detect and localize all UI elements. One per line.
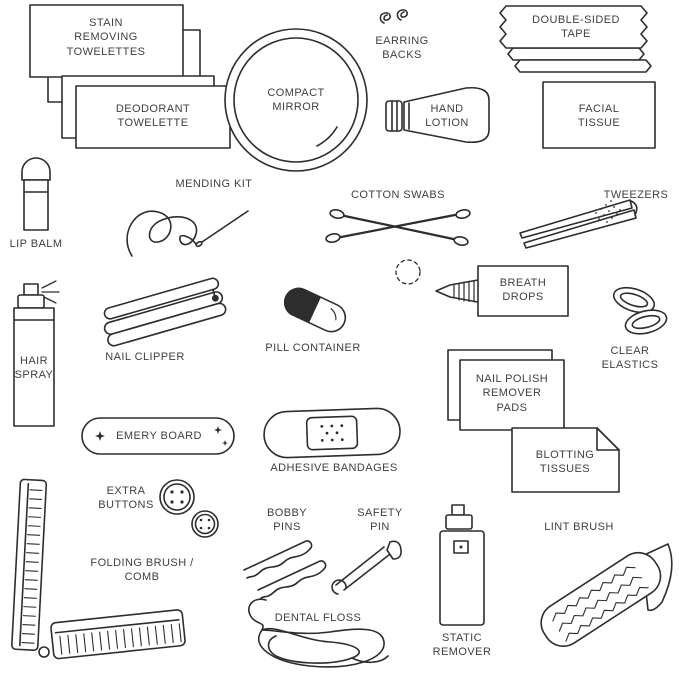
mending-kit-icon [126, 210, 249, 257]
hand-lotion-label: HAND LOTION [425, 103, 469, 130]
lip-balm-icon [21, 157, 51, 231]
folding-brush-comb-label: FOLDING BRUSH / COMB [90, 557, 194, 584]
compact-mirror-icon [224, 28, 368, 172]
stain-removing-towelettes-label: STAIN REMOVING TOWELETTES [66, 17, 146, 58]
blotting-tissues-icon [511, 427, 620, 493]
dental-floss-label: DENTAL FLOSS [274, 612, 362, 624]
safety-pin-icon [331, 540, 402, 595]
emery-board-icon [81, 417, 235, 455]
safety-pin-label: SAFETY PIN [357, 507, 403, 534]
mending-kit-label: MENDING KIT [175, 178, 253, 190]
emery-board-label: EMERY BOARD [116, 430, 202, 442]
clear-elastics-label: CLEAR ELASTICS [601, 345, 659, 372]
deodorant-towelette-icon [61, 75, 231, 149]
lip-balm-label: LIP BALM [9, 238, 63, 250]
adhesive-bandages-label: ADHESIVE BANDAGES [270, 462, 398, 474]
facial-tissue-label: FACIAL TISSUE [577, 103, 621, 130]
dental-floss-icon [248, 598, 389, 668]
hair-spray-icon [13, 280, 60, 427]
tweezers-label: TWEEZERS [603, 189, 669, 201]
bobby-pins-label: BOBBY PINS [266, 507, 308, 534]
pill-container-label: PILL CONTAINER [265, 342, 361, 354]
extra-buttons-label: EXTRA BUTTONS [98, 485, 154, 512]
nail-clipper-icon [103, 277, 227, 347]
compact-mirror-label: COMPACT MIRROR [267, 87, 325, 114]
deodorant-towelette-label: DEODORANT TOWELETTE [115, 103, 191, 130]
static-remover-icon [439, 504, 485, 626]
nail-polish-remover-pads-label: NAIL POLISH REMOVER PADS [475, 373, 549, 414]
tweezers-icon [519, 199, 638, 249]
clear-elastics-icon [612, 286, 668, 335]
hand-lotion-icon [385, 86, 490, 144]
double-sided-tape-icon [499, 5, 652, 73]
earring-backs-label: EARRING BACKS [375, 35, 429, 62]
earring-backs-icon [379, 9, 408, 24]
extra-buttons-icon [159, 479, 219, 538]
bobby-pins-icon [243, 540, 327, 599]
adhesive-bandages-icon [263, 407, 401, 459]
nail-polish-remover-pads-icon [447, 349, 565, 431]
facial-tissue-icon [542, 81, 656, 149]
pill-container-icon [283, 287, 347, 333]
cotton-swabs-label: COTTON SWABS [351, 189, 445, 201]
cotton-swabs-icon [325, 209, 471, 246]
lint-brush-label: LINT BRUSH [544, 521, 614, 533]
static-remover-label: STATIC REMOVER [432, 632, 492, 659]
hair-spray-label: HAIR SPRAY [14, 355, 54, 382]
nail-clipper-label: NAIL CLIPPER [105, 351, 185, 363]
breath-drops-label: BREATH DROPS [499, 277, 547, 304]
folding-brush-comb-icon [11, 478, 186, 660]
blotting-tissues-label: BLOTTING TISSUES [535, 449, 595, 476]
breath-drops-icon [395, 259, 569, 317]
lint-brush-icon [540, 543, 673, 647]
double-sided-tape-label: DOUBLE-SIDED TAPE [532, 14, 620, 41]
